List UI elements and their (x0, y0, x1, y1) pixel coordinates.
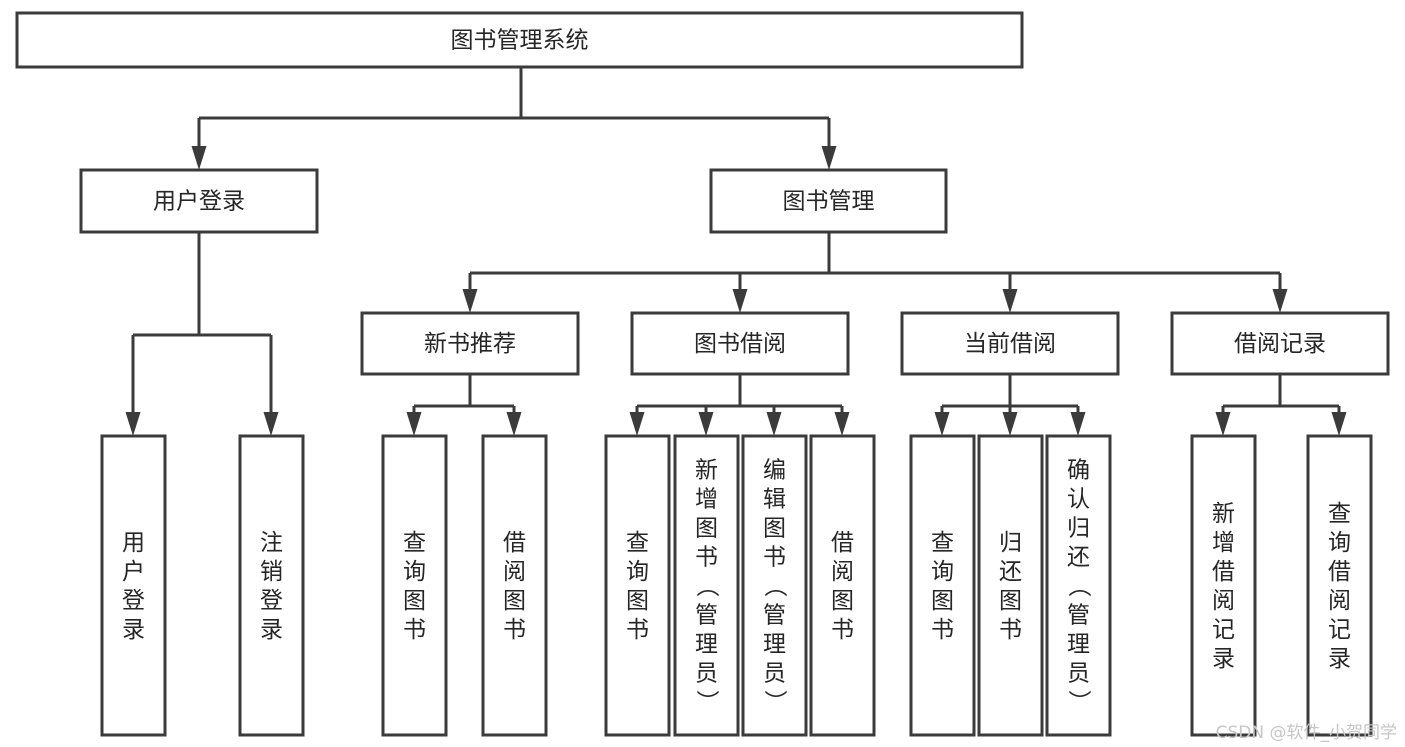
node-box-root[interactable] (15, 11, 1024, 69)
node-borrow-record[interactable]: 借阅记录 (1170, 311, 1390, 376)
node-label-book-borrow: 图书借阅 (694, 331, 786, 357)
node-box-leaf-user-login[interactable] (100, 434, 167, 737)
connector-root (191, 67, 837, 170)
node-label-leaf-user-logout: 注销登录 (260, 530, 283, 643)
connector-current-borrow (934, 374, 1086, 436)
arrow-head-icon (821, 146, 837, 170)
node-box-leaf-add-book-admin[interactable] (673, 434, 740, 737)
node-label-user-login: 用户登录 (153, 189, 245, 215)
arrow-head-icon (1002, 289, 1018, 313)
arrow-head-icon (1215, 412, 1231, 436)
arrow-head-icon (263, 412, 279, 436)
node-box-borrow-record[interactable] (1170, 311, 1390, 376)
node-box-leaf-borrow-book-1[interactable] (481, 434, 548, 737)
arrow-head-icon (834, 412, 850, 436)
node-leaf-borrow-book-2[interactable]: 借阅图书 (809, 434, 876, 737)
node-current-borrow[interactable]: 当前借阅 (900, 311, 1120, 376)
node-label-leaf-user-login: 用户登录 (122, 530, 145, 643)
node-label-leaf-add-book-admin: 新增图书（管理员） (695, 458, 720, 716)
node-leaf-add-book-admin[interactable]: 新增图书（管理员） (673, 434, 740, 737)
node-leaf-borrow-book-1[interactable]: 借阅图书 (481, 434, 548, 737)
node-box-leaf-add-borrow-record[interactable] (1190, 434, 1257, 737)
arrow-head-icon (506, 412, 522, 436)
node-label-borrow-record: 借阅记录 (1234, 331, 1326, 357)
connector-book-manage (462, 232, 1288, 313)
node-box-user-login[interactable] (79, 168, 319, 234)
node-root[interactable]: 图书管理系统 (15, 11, 1024, 69)
node-box-leaf-return-book[interactable] (977, 434, 1044, 737)
connector-user-login (125, 232, 279, 436)
node-box-leaf-edit-book-admin[interactable] (741, 434, 808, 737)
arrow-head-icon (125, 412, 141, 436)
node-leaf-query-borrow-record[interactable]: 查询借阅记录 (1306, 434, 1373, 737)
node-label-leaf-query-book-1: 查询图书 (403, 530, 426, 643)
watermark-credit: CSDN @软件_小贺同学 (1215, 723, 1397, 743)
node-label-leaf-borrow-book-2: 借阅图书 (831, 530, 854, 643)
node-leaf-user-login[interactable]: 用户登录 (100, 434, 167, 737)
node-box-leaf-query-book-2[interactable] (604, 434, 671, 737)
node-label-leaf-add-borrow-record: 新增借阅记录 (1212, 501, 1235, 672)
node-label-leaf-confirm-return-admin: 确认归还（管理员） (1067, 458, 1092, 716)
node-leaf-add-borrow-record[interactable]: 新增借阅记录 (1190, 434, 1257, 737)
node-leaf-user-logout[interactable]: 注销登录 (238, 434, 305, 737)
node-leaf-query-book-1[interactable]: 查询图书 (381, 434, 448, 737)
node-box-book-manage[interactable] (709, 168, 948, 234)
nodes-layer: 图书管理系统用户登录图书管理新书推荐图书借阅当前借阅借阅记录用户登录注销登录查询… (15, 11, 1390, 737)
node-box-leaf-query-borrow-record[interactable] (1306, 434, 1373, 737)
node-label-leaf-query-book-3: 查询图书 (931, 530, 954, 643)
arrow-head-icon (462, 289, 478, 313)
node-leaf-confirm-return-admin[interactable]: 确认归还（管理员） (1045, 434, 1112, 737)
node-label-leaf-query-borrow-record: 查询借阅记录 (1328, 501, 1351, 672)
node-box-new-book-rec[interactable] (360, 311, 580, 376)
node-label-leaf-borrow-book-1: 借阅图书 (503, 530, 526, 643)
node-box-leaf-query-book-1[interactable] (381, 434, 448, 737)
node-book-manage[interactable]: 图书管理 (709, 168, 948, 234)
node-label-leaf-query-book-2: 查询图书 (626, 530, 649, 643)
node-leaf-query-book-2[interactable]: 查询图书 (604, 434, 671, 737)
arrow-head-icon (1272, 289, 1288, 313)
node-leaf-edit-book-admin[interactable]: 编辑图书（管理员） (741, 434, 808, 737)
connector-book-borrow (629, 374, 850, 436)
node-box-leaf-user-logout[interactable] (238, 434, 305, 737)
node-label-root: 图书管理系统 (451, 28, 589, 54)
arrow-head-icon (934, 412, 950, 436)
connector-new-book-rec (406, 374, 522, 436)
node-label-new-book-rec: 新书推荐 (424, 331, 516, 357)
node-leaf-return-book[interactable]: 归还图书 (977, 434, 1044, 737)
node-box-leaf-borrow-book-2[interactable] (809, 434, 876, 737)
node-label-leaf-return-book: 归还图书 (999, 530, 1022, 643)
node-box-leaf-confirm-return-admin[interactable] (1045, 434, 1112, 737)
arrow-head-icon (629, 412, 645, 436)
node-label-leaf-edit-book-admin: 编辑图书（管理员） (763, 458, 788, 716)
arrow-head-icon (406, 412, 422, 436)
node-leaf-query-book-3[interactable]: 查询图书 (909, 434, 976, 737)
node-box-leaf-query-book-3[interactable] (909, 434, 976, 737)
arrow-head-icon (766, 412, 782, 436)
arrow-head-icon (1002, 412, 1018, 436)
arrow-head-icon (1331, 412, 1347, 436)
node-new-book-rec[interactable]: 新书推荐 (360, 311, 580, 376)
node-box-current-borrow[interactable] (900, 311, 1120, 376)
arrow-head-icon (732, 289, 748, 313)
node-label-book-manage: 图书管理 (783, 189, 875, 215)
node-user-login[interactable]: 用户登录 (79, 168, 319, 234)
connector-borrow-record (1215, 374, 1347, 436)
node-box-book-borrow[interactable] (630, 311, 850, 376)
arrow-head-icon (698, 412, 714, 436)
arrow-head-icon (1070, 412, 1086, 436)
arrow-head-icon (191, 146, 207, 170)
connectors-layer (125, 67, 1347, 436)
node-label-current-borrow: 当前借阅 (964, 331, 1056, 357)
node-book-borrow[interactable]: 图书借阅 (630, 311, 850, 376)
